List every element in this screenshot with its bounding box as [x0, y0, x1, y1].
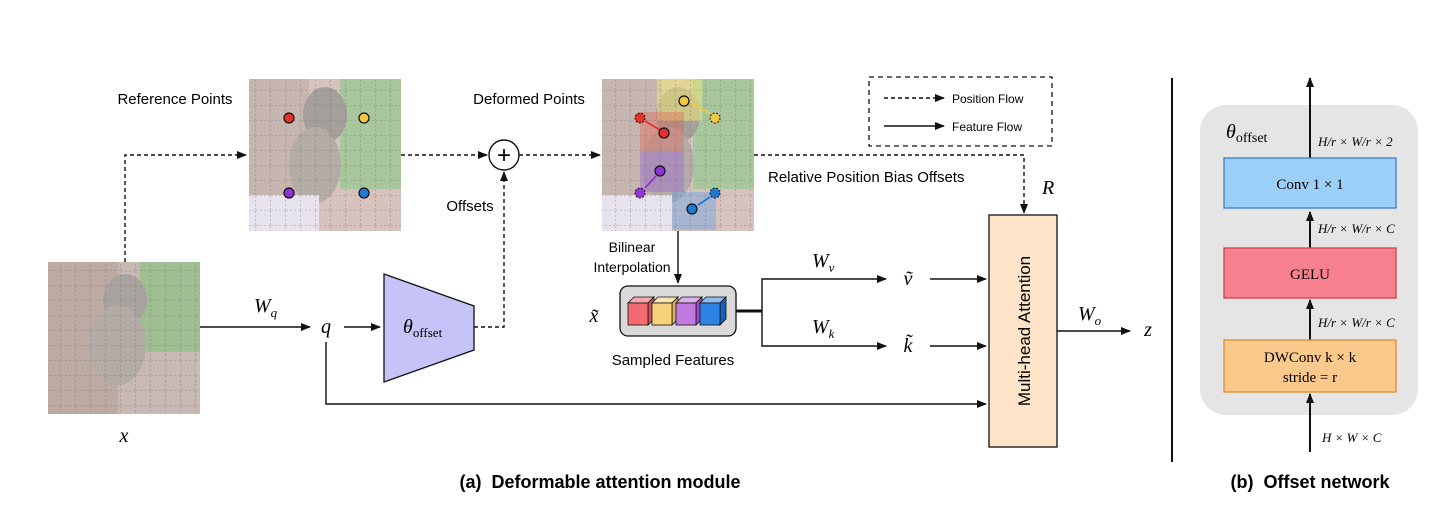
input-image: [48, 262, 200, 414]
dim-mid1: H/r × W/r × C: [1317, 221, 1395, 236]
attention-label: Multi-head Attention: [1015, 256, 1034, 406]
gelu-label: GELU: [1290, 267, 1330, 283]
reference-points-image: [249, 79, 401, 231]
gelu-block: [1223, 247, 1397, 299]
dwconv-label-line2: stride = r: [1283, 370, 1337, 386]
sampled-features-label: Sampled Features: [612, 352, 735, 369]
deformed-point-yellow: [678, 95, 690, 107]
offset-network-theta: θoffset: [1226, 121, 1268, 146]
offsets-label: Offsets: [446, 198, 493, 215]
bilinear-label-line1: Bilinear: [609, 239, 656, 255]
position-flow-to-reference: [124, 151, 247, 262]
sum-node: +: [488, 139, 520, 171]
deformed-points-label: Deformed Points: [473, 91, 585, 108]
caption-b: (b) Offset network: [1230, 472, 1390, 492]
dwconv-block: [1223, 339, 1397, 393]
reference-point-red: [283, 112, 295, 124]
original-point-purple: [634, 187, 646, 199]
reference-point-yellow: [358, 112, 370, 124]
offsets-flow: [474, 171, 508, 328]
flow-legend: Position Flow Feature Flow: [868, 76, 1053, 147]
legend-feature-flow: Feature Flow: [952, 120, 1022, 134]
dim-mid2: H/r × W/r × C: [1317, 315, 1395, 330]
v-tilde-label: ṽ: [904, 268, 914, 290]
feature-cube-blue: [699, 296, 727, 326]
legend-position-flow: Position Flow: [952, 92, 1024, 106]
multi-head-attention-block: Multi-head Attention: [988, 214, 1058, 448]
dim-bottom: H × W × C: [1321, 430, 1382, 445]
sampled-features-box: [619, 285, 737, 337]
feature-flow-q-to-attention: [325, 342, 987, 408]
feature-flow-to-k: [761, 311, 887, 350]
k-tilde-label: k̃: [904, 333, 914, 357]
feature-flow-to-v: [761, 275, 887, 311]
feature-cube-purple: [675, 296, 703, 326]
x-tilde-label: x̃: [589, 305, 599, 327]
reference-points-label: Reference Points: [117, 91, 232, 108]
feature-cube-yellow: [651, 296, 679, 326]
reference-point-blue: [358, 187, 370, 199]
relative-position-flow: [754, 154, 1028, 214]
deformed-point-purple: [654, 165, 666, 177]
Wo-label: Wo: [1078, 303, 1102, 328]
deformed-point-red: [658, 127, 670, 139]
original-point-red: [634, 112, 646, 124]
R-label: R: [1041, 177, 1054, 199]
Wq-label: Wq: [254, 295, 278, 320]
bilinear-label-line2: Interpolation: [593, 259, 670, 275]
deformed-point-blue: [686, 203, 698, 215]
z-label: z: [1143, 319, 1152, 341]
caption-a: (a) Deformable attention module: [459, 472, 740, 492]
feature-cube-red: [627, 296, 655, 326]
Wv-label: Wv: [812, 250, 835, 275]
conv1x1-label: Conv 1 × 1: [1276, 177, 1343, 193]
Wk-label: Wk: [812, 316, 835, 341]
deformed-points-image: [602, 79, 754, 231]
reference-point-purple: [283, 187, 295, 199]
conv1x1-block: [1223, 157, 1397, 209]
sum-symbol: +: [497, 142, 511, 169]
input-x-label: x: [119, 425, 129, 447]
dim-top: H/r × W/r × 2: [1317, 134, 1393, 149]
original-point-blue: [709, 187, 721, 199]
dwconv-label-line1: DWConv k × k: [1264, 350, 1357, 366]
theta-offset-label: θoffset: [403, 316, 443, 340]
original-point-yellow: [709, 112, 721, 124]
offset-network-panel: θoffset Conv 1 × 1 GELU DWConv k × k str…: [1200, 77, 1418, 452]
theta-offset-network: θoffset: [383, 273, 475, 383]
relative-position-label: Relative Position Bias Offsets: [768, 169, 964, 186]
q-label: q: [321, 316, 331, 338]
